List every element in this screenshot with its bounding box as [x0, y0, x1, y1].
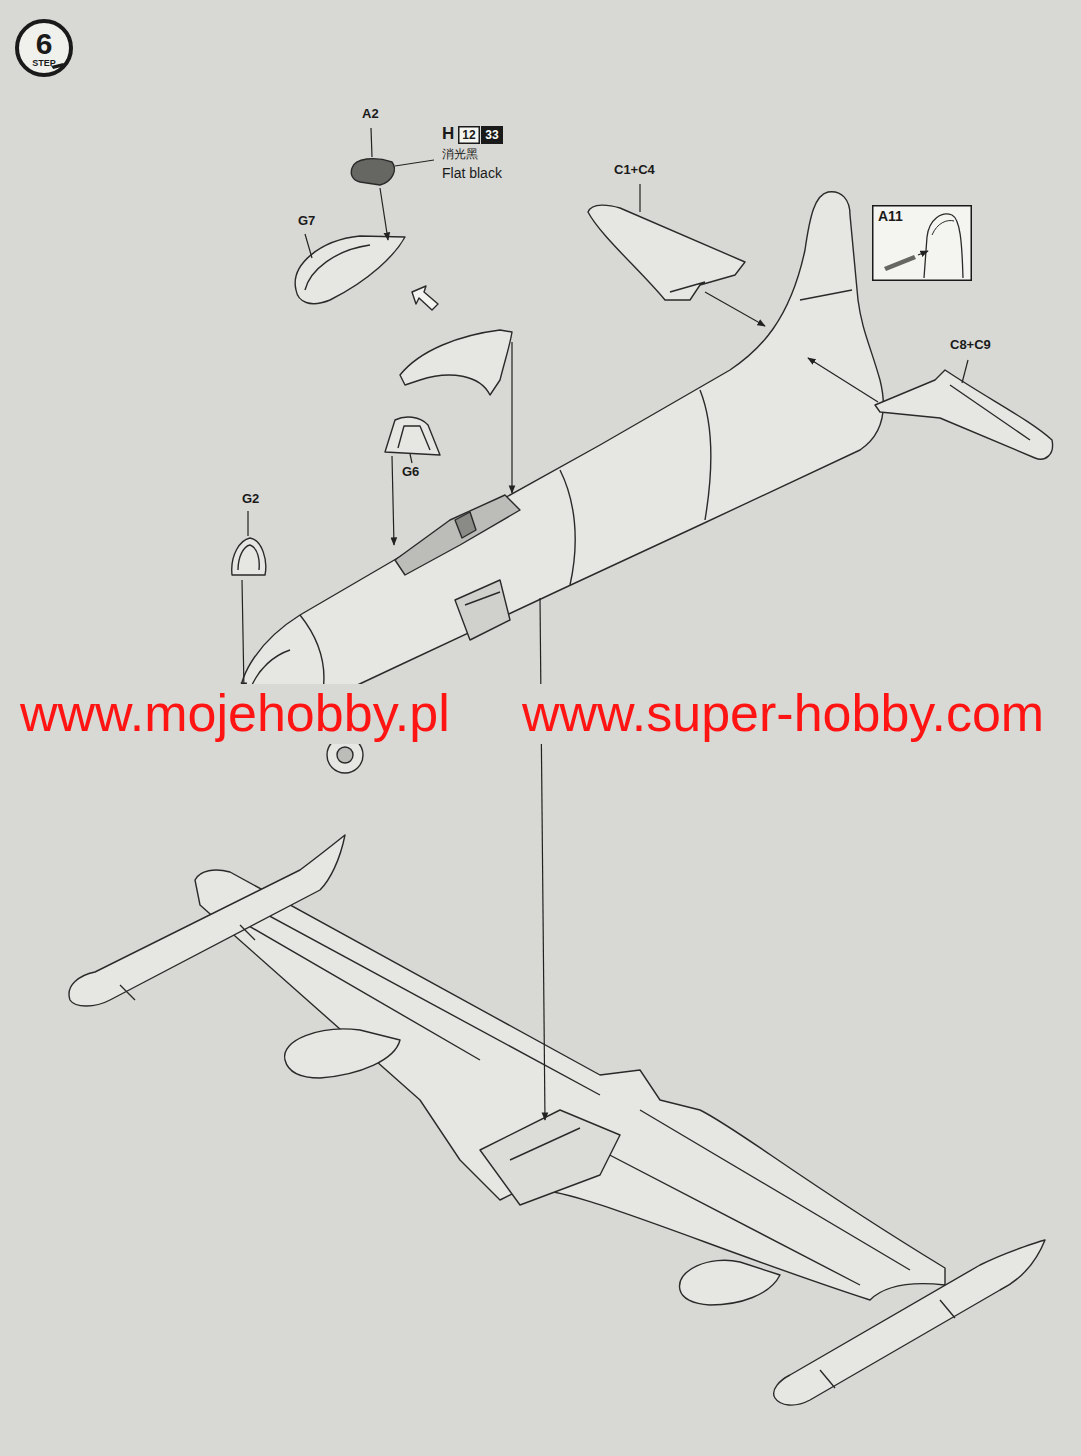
assembly-arrow: [242, 580, 244, 690]
watermark: www.mojehobby.pl: [18, 684, 452, 744]
wing-panel-line: [230, 900, 910, 1285]
leader-line: [305, 234, 312, 258]
stabilizer-c8-c9: [875, 370, 1053, 459]
fin-detail: [932, 221, 954, 235]
paint-code: 33: [485, 129, 498, 142]
fuselage: [240, 192, 883, 718]
tip-tank: [69, 835, 345, 1006]
paint-name: 消光黑: [440, 148, 480, 162]
underwing-fairing: [285, 1029, 400, 1078]
wing-center-section: [480, 1110, 620, 1205]
assembly-arrow: [511, 342, 512, 493]
part-number: C1+C4: [612, 163, 657, 178]
assembly-arrow: [540, 598, 545, 1120]
part-g7: [295, 236, 405, 304]
assembly-arrow: [808, 358, 878, 402]
leader-line: [395, 160, 434, 166]
box-border: [482, 127, 503, 144]
underwing-fairing: [680, 1260, 780, 1305]
cockpit-opening: [395, 495, 520, 575]
part-number: G6: [400, 465, 421, 480]
badge-ring: [17, 21, 71, 75]
assembly-arrow: [918, 251, 928, 255]
air-intake: [455, 580, 510, 640]
ejection-seat: [455, 512, 476, 538]
stabilizer-c1-c4: [588, 205, 745, 300]
nose-wheel: [337, 747, 353, 763]
paint-code-box: 33: [481, 126, 503, 144]
step-word: STEP: [32, 59, 56, 68]
part-number: G2: [240, 492, 261, 507]
part-g6: [385, 417, 440, 455]
step-number: 6: [36, 28, 53, 60]
part-number: A11: [878, 209, 903, 224]
assembly-arrow: [380, 188, 388, 240]
paint-code-box: 12: [458, 126, 480, 144]
box-border: [873, 206, 972, 281]
part-number: G7: [296, 214, 317, 229]
detail-inset: A11: [872, 205, 972, 281]
canopy: [400, 330, 512, 395]
paint-code: 12: [462, 129, 475, 142]
box-border: [459, 127, 480, 144]
part-number: A2: [360, 107, 381, 122]
leader-line: [247, 511, 248, 536]
fin-detail: [924, 214, 963, 278]
part-a11-sketch: [884, 255, 916, 271]
leader-line: [639, 184, 640, 212]
part-a2: [351, 159, 394, 185]
paint-brand-letter: H: [440, 124, 456, 144]
assembly-arrow: [705, 292, 765, 326]
wing-assembly: [195, 870, 945, 1300]
watermark: www.super-hobby.com: [520, 684, 1046, 744]
leader-line: [962, 360, 968, 383]
paint-name: Flat black: [440, 165, 504, 181]
step-badge: 6STEP: [14, 18, 74, 78]
leader-line: [371, 128, 372, 157]
part-number: C8+C9: [948, 338, 993, 353]
turn-over-arrow: [412, 286, 438, 310]
tip-tank: [774, 1240, 1045, 1405]
part-g2: [232, 538, 266, 575]
assembly-arrow: [392, 456, 394, 545]
leader-line: [410, 454, 412, 463]
panel-line: [250, 290, 852, 705]
